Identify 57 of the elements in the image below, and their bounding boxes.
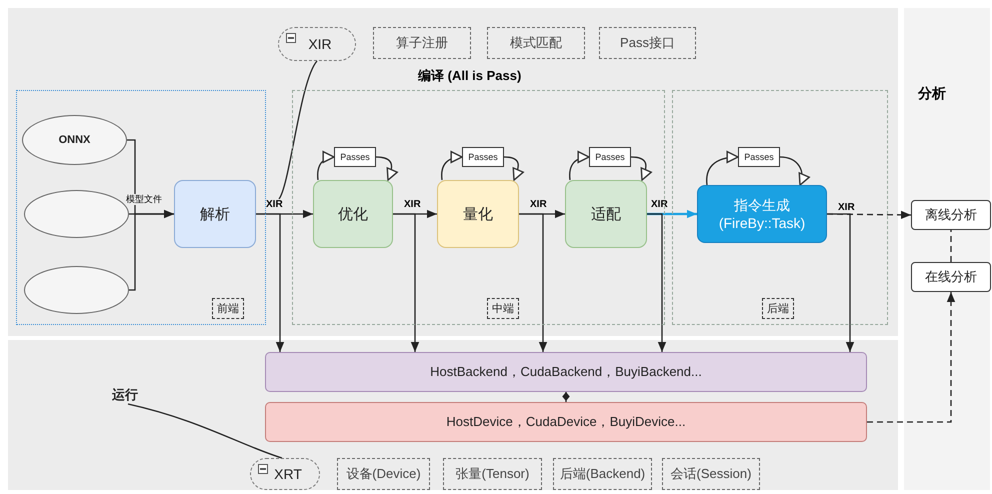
concept-box: Pass接口 [599, 27, 696, 59]
arrow [393, 213, 420, 352]
arrow [519, 213, 548, 352]
curved-arrow [630, 156, 652, 181]
curved-arrow [569, 151, 590, 180]
arrow [827, 213, 854, 352]
edge-label: XIR [838, 202, 855, 213]
arrow [647, 210, 697, 218]
curved-arrow [780, 156, 810, 186]
concept-box: 模式匹配 [487, 27, 585, 59]
layer-bar: HostDevice，CudaDevice，BuyiDevice... [265, 402, 867, 442]
process-box: 优化 [313, 180, 393, 248]
passes-box: Passes [738, 147, 780, 167]
arrow [647, 213, 666, 352]
process-box: 量化 [437, 180, 519, 248]
process-box: 解析 [174, 180, 256, 248]
leader-line [278, 60, 318, 200]
bubble-text: XIR [308, 36, 332, 52]
leader-line [128, 403, 282, 459]
section-title: 分析 [918, 87, 946, 99]
analysis-box: 在线分析 [911, 262, 991, 292]
passes-box: Passes [462, 147, 504, 167]
stage-group [672, 90, 888, 325]
stage-tag: 后端 [762, 298, 794, 319]
edge-label: XIR [651, 199, 668, 210]
arrow [129, 210, 174, 291]
process-box: 适配 [565, 180, 647, 248]
concept-box: 张量(Tensor) [443, 458, 542, 490]
connector-line [950, 230, 952, 262]
collapsible-bubble [250, 458, 320, 490]
stage-group [16, 90, 266, 325]
passes-box: Passes [589, 147, 631, 167]
collapsible-bubble [278, 27, 356, 61]
bubble-text: XRT [274, 466, 302, 482]
stage-tag: 前端 [212, 298, 244, 319]
curved-arrow [441, 151, 463, 180]
concept-box: 会话(Session) [662, 458, 760, 490]
curved-arrow [317, 152, 335, 180]
stage-tag: 中端 [487, 298, 519, 319]
analysis-box: 离线分析 [911, 200, 991, 230]
arrow [256, 213, 284, 352]
concept-box: 设备(Device) [337, 458, 430, 490]
process-box: 指令生成 (FireBy::Task) [697, 185, 827, 243]
curved-arrow [376, 156, 398, 181]
layer-bar: HostBackend，CudaBackend，BuyiBackend... [265, 352, 867, 392]
arrow [867, 292, 956, 423]
concept-box: 后端(Backend) [553, 458, 652, 490]
edge-label: XIR [266, 199, 283, 210]
edge-label: 模型文件 [126, 194, 162, 205]
passes-box: Passes [334, 147, 376, 167]
section-title: 编译 (All is Pass) [418, 70, 522, 82]
curved-arrow [706, 151, 739, 186]
edge-label: XIR [404, 199, 421, 210]
edge-label: XIR [530, 199, 547, 210]
curved-arrow [504, 156, 524, 181]
section-title: 运行 [105, 386, 145, 404]
concept-box: 算子注册 [373, 27, 471, 59]
